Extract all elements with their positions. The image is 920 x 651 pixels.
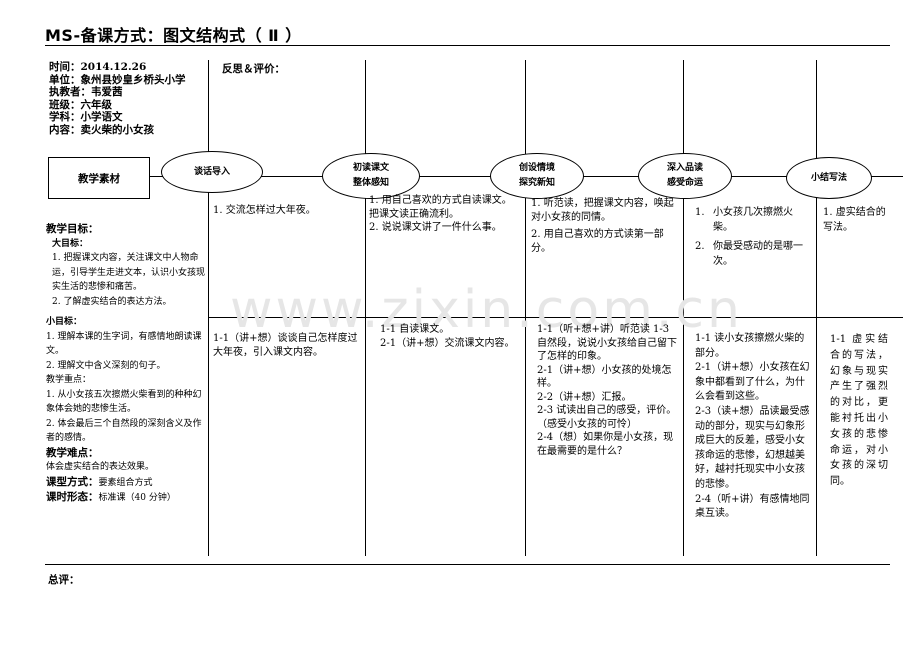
cell-text: 2-4（想）如果你是小女孩，现在最需要的是什么？ — [537, 432, 674, 457]
form-value: 标准课（40 分钟） — [98, 493, 176, 503]
row1-cell-2: 1. 用自己喜欢的方式自读课文。把课文读正确流利。 2. 说说课文讲了一件什么事… — [369, 194, 521, 235]
stage-label: 初读课文 — [352, 163, 389, 173]
big-goal-label: 大目标： — [52, 238, 89, 249]
teaching-goals: 教学目标： 大目标： 1. 把握课文内容，关注课文中人物命运，引导学生走进文本，… — [46, 222, 206, 506]
material-label: 教学素材 — [78, 172, 120, 185]
stage-oval-1: 谈话导入 — [161, 151, 263, 193]
info-time: 时间：2014.12.26 — [49, 61, 147, 73]
cell-text: 2-4（听+讲）有感情地同桌互读。 — [695, 493, 810, 520]
column-divider-2 — [365, 60, 366, 556]
key-item: 2. 体会最后三个自然段的深刻含义及作者的感情。 — [46, 418, 202, 444]
cell-text: 1-1 虚实结合的写法，幻象与现实产生了强烈的对比，更能衬托出小女孩的悲惨命运，… — [830, 334, 888, 488]
stage-label: 探究新知 — [518, 178, 555, 188]
stage-label: 深入品读 — [666, 163, 703, 173]
info-teacher: 执教者：韦爱茜 — [49, 86, 123, 98]
row-divider — [208, 317, 903, 318]
cell-text: 1-1 自读课文。 — [380, 324, 450, 335]
difficult-title: 教学难点： — [46, 446, 99, 459]
info-unit: 单位：象州县妙皇乡桥头小学 — [49, 73, 186, 86]
info-subject: 学科：小学语文 — [49, 111, 123, 123]
cell-text: 1. 听范读，把握课文内容，唤起对小女孩的同情。 — [531, 198, 674, 223]
row1-cell-4: 1.小女孩几次擦燃火柴。 2.你最受感动的是哪一次。 — [695, 205, 811, 269]
stage-label: 整体感知 — [352, 178, 389, 188]
list-item: 1.小女孩几次擦燃火柴。 — [695, 207, 793, 233]
cell-text: 1. 虚实结合的写法。 — [823, 207, 886, 233]
cell-text: 1. 用自己喜欢的方式自读课文。把课文读正确流利。 — [369, 195, 512, 220]
cell-text: 2-3（读+想）品读最受感动的部分，现实与幻象形成巨大的反差，感受小女孩命运的悲… — [695, 405, 810, 490]
column-divider-1 — [208, 60, 209, 556]
type-label: 课型方式： — [46, 475, 99, 488]
goals-title: 教学目标： — [46, 223, 99, 235]
row2-cell-3: 1-1（听+想+讲）听范读 1-3 自然段，说说小女孩给自己留下了怎样的印象。 … — [537, 323, 680, 458]
key-item: 1. 从小女孩五次擦燃火柴看到的种种幻象体会她的悲惨生活。 — [46, 389, 202, 415]
row1-cell-1: 1. 交流怎样过大年夜。 — [213, 204, 361, 218]
column-divider-4 — [683, 60, 684, 556]
watermark: www.zixin.com.cn — [230, 280, 743, 340]
stage-label: 感受命运 — [666, 178, 703, 188]
cell-text: 2-2（讲+想）汇报。 — [537, 391, 632, 403]
stage-oval-3: 创设情境 探究新知 — [490, 153, 584, 199]
cell-text: 1. 交流怎样过大年夜。 — [213, 205, 316, 216]
column-divider-5 — [816, 60, 817, 556]
type-value: 要素组合方式 — [98, 477, 153, 488]
cell-text: 2-1（讲+想）小女孩的处境怎样。 — [537, 364, 672, 390]
stage-label: 谈话导入 — [193, 166, 230, 177]
big-goal-item: 1. 把握课文内容，关注课文中人物命运，引导学生走进文本，认识小女孩现实生活的悲… — [52, 253, 206, 292]
info-grade: 班级：六年级 — [49, 98, 112, 111]
top-rule — [45, 45, 890, 46]
general-comment-label: 总评： — [48, 574, 80, 586]
small-goal-label: 小目标： — [46, 317, 83, 327]
row2-cell-5: 1-1 虚实结合的写法，幻象与现实产生了强烈的对比，更能衬托出小女孩的悲惨命运，… — [830, 332, 888, 490]
cell-text: 2-3 试读出自己的感受，评价。（感受小女孩的可怜） — [537, 405, 677, 430]
cell-text: 1-1（听+想+讲）听范读 1-3 自然段，说说小女孩给自己留下了怎样的印象。 — [537, 324, 677, 362]
material-box: 教学素材 — [48, 157, 150, 199]
cell-text: 2. 说说课文讲了一件什么事。 — [369, 222, 502, 233]
cell-text: 1-1（讲+想）谈谈自己怎样度过大年夜，引入课文内容。 — [213, 333, 358, 358]
small-goal-item: 2. 理解文中含义深刻的句子。 — [46, 360, 166, 371]
cell-text: 1-1 读小女孩擦燃火柴的部分。 — [695, 333, 805, 359]
key-title: 教学重点： — [46, 375, 92, 385]
cell-text: 2-1（讲+想）交流课文内容。 — [380, 337, 515, 349]
row2-cell-1: 1-1（讲+想）谈谈自己怎样度过大年夜，引入课文内容。 — [213, 332, 361, 359]
stage-oval-4: 深入品读 感受命运 — [638, 153, 732, 199]
page-title: MS-备课方式：图文结构式（ Ⅱ ） — [45, 26, 302, 45]
cell-text: 2-1（讲+想）小女孩在幻象中都看到了什么，为什么会看到这些。 — [695, 362, 810, 403]
stage-oval-2: 初读课文 整体感知 — [322, 153, 420, 199]
column-divider-3 — [525, 60, 526, 556]
row1-cell-3: 1. 听范读，把握课文内容，唤起对小女孩的同情。 2. 用自己喜欢的方式读第一部… — [531, 197, 679, 255]
row2-cell-4: 1-1 读小女孩擦燃火柴的部分。 2-1（讲+想）小女孩在幻象中都看到了什么，为… — [695, 332, 813, 522]
stage-oval-5: 小结写法 — [786, 157, 872, 199]
big-goal-item: 2. 了解虚实结合的表达方法。 — [52, 296, 172, 307]
row2-cell-2: 1-1 自读课文。 2-1（讲+想）交流课文内容。 — [380, 323, 518, 350]
stage-label: 创设情境 — [518, 163, 555, 173]
difficult-text: 体会虚实结合的表达效果。 — [46, 462, 155, 472]
form-label: 课时形态： — [46, 491, 99, 503]
small-goal-item: 1. 理解本课的生字词，有感情地朗读课文。 — [46, 331, 202, 357]
list-item: 2.你最受感动的是哪一次。 — [695, 241, 803, 267]
cell-text: 2. 用自己喜欢的方式读第一部分。 — [531, 229, 664, 254]
lesson-info: 时间：2014.12.26 单位：象州县妙皇乡桥头小学 执教者：韦爱茜 班级：六… — [49, 61, 186, 136]
row1-cell-5: 1. 虚实结合的写法。 — [823, 205, 893, 235]
reflect-label: 反思＆评价： — [222, 63, 285, 75]
info-content: 内容：卖火柴的小女孩 — [49, 123, 154, 136]
bottom-rule — [45, 564, 890, 565]
stage-label: 小结写法 — [810, 172, 847, 183]
